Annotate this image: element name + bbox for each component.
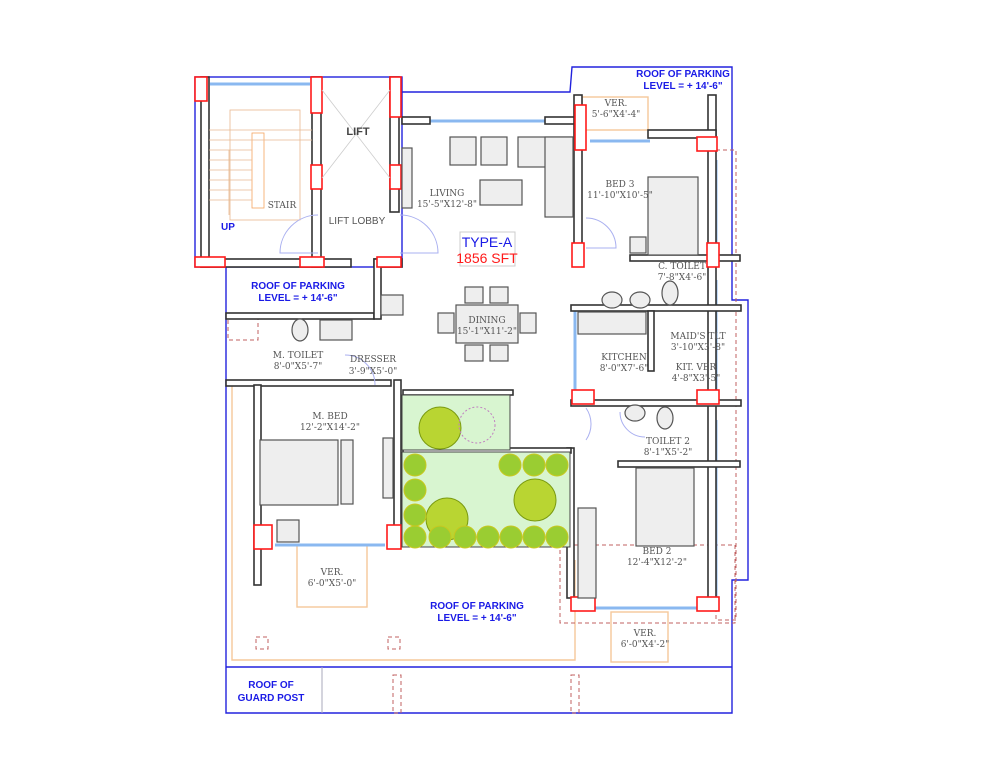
furniture [259,136,699,599]
kit-ver-label: KIT. VER [676,363,717,373]
c-toilet-size: 7'-8"X4'-6" [658,273,707,283]
toilet2-size: 8'-1"X5'-2" [644,448,693,458]
kitchen-label: KITCHEN [601,353,647,363]
stair-label: STAIR [268,201,297,211]
coffee-table [479,179,523,206]
sofa-chair [449,136,477,166]
ver-mbed-label: VER. [320,568,344,578]
roof-guard-post-line2: GUARD POST [238,693,305,704]
m-toilet-size: 8'-0"X5'-7" [274,362,323,372]
ver-bed3-size: 5'-6"X4'-4" [592,110,641,120]
roof-parking-left-line1: ROOF OF PARKING [251,281,345,292]
roof-parking-top-right-line1: ROOF OF PARKING [636,69,730,80]
dining-table [455,304,519,344]
living-label: LIVING [430,189,465,199]
roof-parking-bottom-line2: LEVEL = + 14'-6" [437,613,516,624]
roof-parking-bottom-line1: ROOF OF PARKING [430,601,524,612]
type-label: TYPE-A [462,234,513,250]
dresser-label: DRESSER [350,355,396,365]
doors [279,214,646,441]
maids-tlt-size: 3'-10"X3'-8" [671,343,725,353]
tv-unit [401,147,413,209]
bed3-label: BED 3 [606,180,635,190]
sofa [544,136,574,218]
m-bed-size: 12'-2"X14'-2" [300,423,360,433]
stair-up-label: UP [221,222,235,233]
sofa-chair [480,136,508,166]
lift-shaft [321,89,391,179]
dresser-size: 3'-9"X5'-0" [349,367,398,377]
bed2-label: BED 2 [643,547,672,557]
bed-2 [635,467,695,547]
toilet2-label: TOILET 2 [646,437,690,447]
roof-guard-post-line1: ROOF OF [248,680,294,691]
roof-labels: ROOF OF PARKING LEVEL = + 14'-6" ROOF OF… [238,69,730,704]
kitchen-size: 8'-0"X7'-6" [600,364,649,374]
columns [194,76,720,612]
area-label: 1856 SFT [456,250,518,266]
living-size: 15'-5"X12'-8" [417,200,477,210]
master-bed [259,439,339,506]
ver-bed2-label: VER. [633,629,657,639]
m-toilet-label: M. TOILET [273,351,323,361]
roof-parking-top-right-line2: LEVEL = + 14'-6" [643,81,722,92]
dining-size: 15'-1"X11'-2" [457,327,517,337]
m-bed-label: M. BED [312,412,347,422]
ver-mbed-size: 6'-0"X5'-0" [308,579,357,589]
kitchen-counter [577,311,647,335]
bed3-size: 11'-10"X10'-5" [587,191,653,201]
bed-3 [647,176,699,256]
lift-label: LIFT [346,126,369,138]
ver-bed2-size: 6'-0"X4'-2" [621,640,670,650]
garden-courtyard [401,394,571,549]
dining-label: DINING [468,316,505,326]
stair-treads [209,109,312,221]
c-toilet-label: C. TOILET [658,262,706,272]
ver-bed3-label: VER. [604,99,628,109]
kit-ver-size: 4'-8"X3'-5" [672,374,721,384]
room-labels: STAIR UP LIFT LIFT LOBBY LIVING 15'-5"X1… [221,99,726,650]
bed2-size: 12'-4"X12'-2" [627,558,687,568]
maids-tlt-label: MAID'S TLT [670,332,725,342]
roof-parking-left-line2: LEVEL = + 14'-6" [258,293,337,304]
lift-lobby-label: LIFT LOBBY [329,216,386,227]
type-badge [459,231,516,267]
